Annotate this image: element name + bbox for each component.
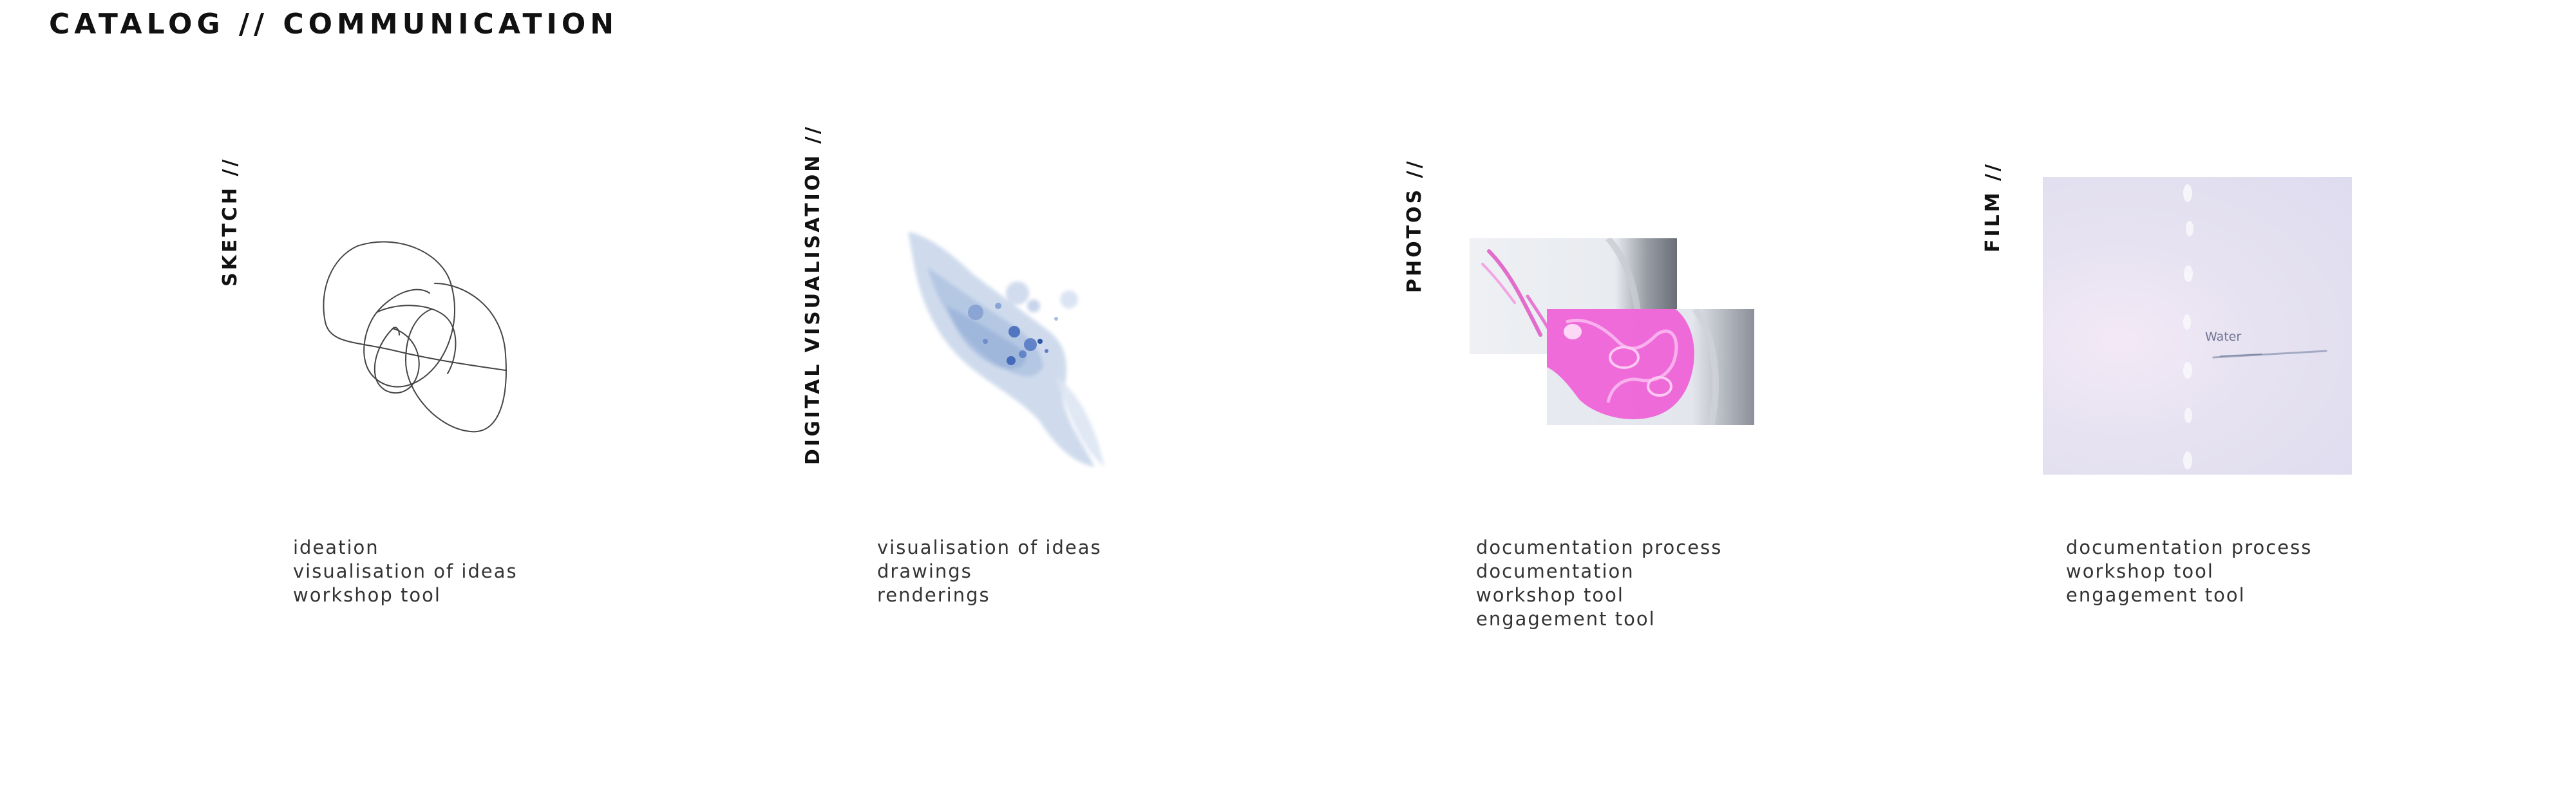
digital-visualisation-description-list: visualisation of ideas drawings renderin… xyxy=(877,536,1102,607)
list-item: drawings xyxy=(877,560,972,582)
page-title: CATALOG // COMMUNICATION xyxy=(49,8,619,41)
digital-visualisation-heading-text: DIGITAL VISUALISATION // xyxy=(802,124,824,465)
photo-petri-dish-large xyxy=(1547,309,1754,425)
list-item: workshop tool xyxy=(1476,584,1624,606)
list-item: ideation xyxy=(293,536,379,558)
sketch-heading-text: SKETCH // xyxy=(219,156,242,287)
list-item: renderings xyxy=(877,584,990,606)
film-heading-text: FILM // xyxy=(1982,162,2004,252)
list-item: workshop tool xyxy=(293,584,441,606)
sketch-description-list: ideation visualisation of ideas workshop… xyxy=(293,536,518,607)
list-item: documentation process xyxy=(2066,536,2313,558)
film-overlay-text: Water xyxy=(2205,330,2242,344)
list-item: engagement tool xyxy=(2066,584,2246,606)
film-description-list: documentation process workshop tool enga… xyxy=(2066,536,2312,607)
photos-description-list: documentation process documentation work… xyxy=(1476,536,1722,631)
list-item: visualisation of ideas xyxy=(293,560,518,582)
list-item: documentation xyxy=(1476,560,1634,582)
list-item: engagement tool xyxy=(1476,608,1656,630)
list-item: workshop tool xyxy=(2066,560,2214,582)
list-item: documentation process xyxy=(1476,536,1723,558)
photos-heading-text: PHOTOS // xyxy=(1403,158,1426,293)
list-item: visualisation of ideas xyxy=(877,536,1102,558)
sketch-scribble-image xyxy=(323,241,507,433)
film-still-image: Water xyxy=(2043,177,2352,475)
digital-visualisation-watercolor-image xyxy=(908,232,1104,467)
